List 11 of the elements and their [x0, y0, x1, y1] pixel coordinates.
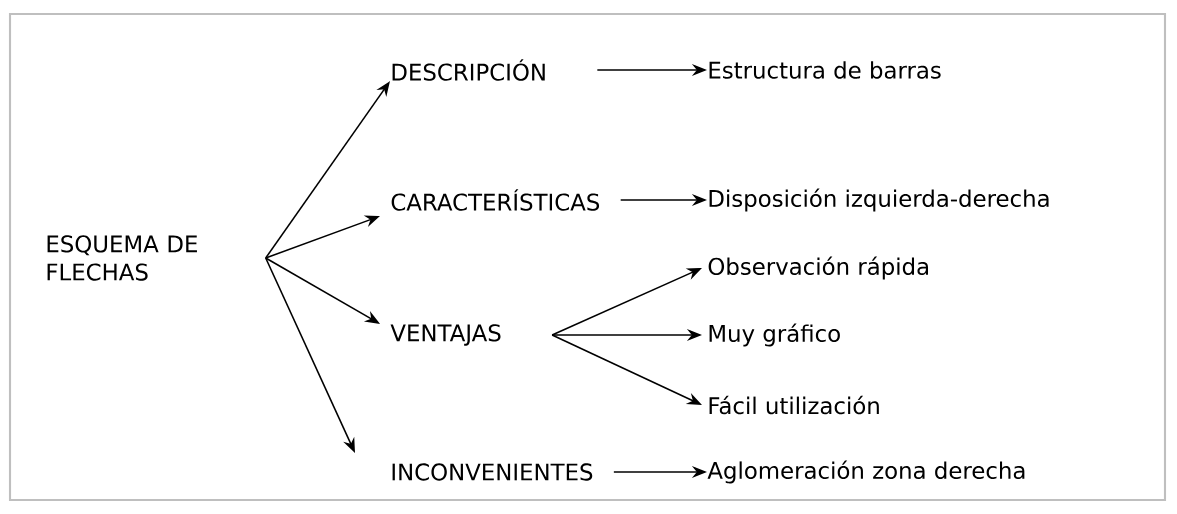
text-label: Fácil utilización	[709, 395, 879, 415]
text-label: Observación rápida	[708, 256, 928, 280]
text-label: VENTAJAS	[390, 324, 501, 346]
text-label: Disposición izquierda-derecha	[709, 188, 1049, 212]
text-label: Estructura de barras	[709, 61, 941, 79]
text-label: DESCRIPCIÓN	[392, 59, 545, 81]
text-label: CARACTERÍSTICAS	[391, 189, 600, 211]
text-label: ESQUEMA DE FLECHAS	[47, 235, 197, 281]
text-label: INCONVENIENTES	[392, 463, 593, 481]
text-label: Aglomeración zona derecha	[707, 460, 1025, 484]
text-label: Muy gráfico	[709, 323, 840, 347]
